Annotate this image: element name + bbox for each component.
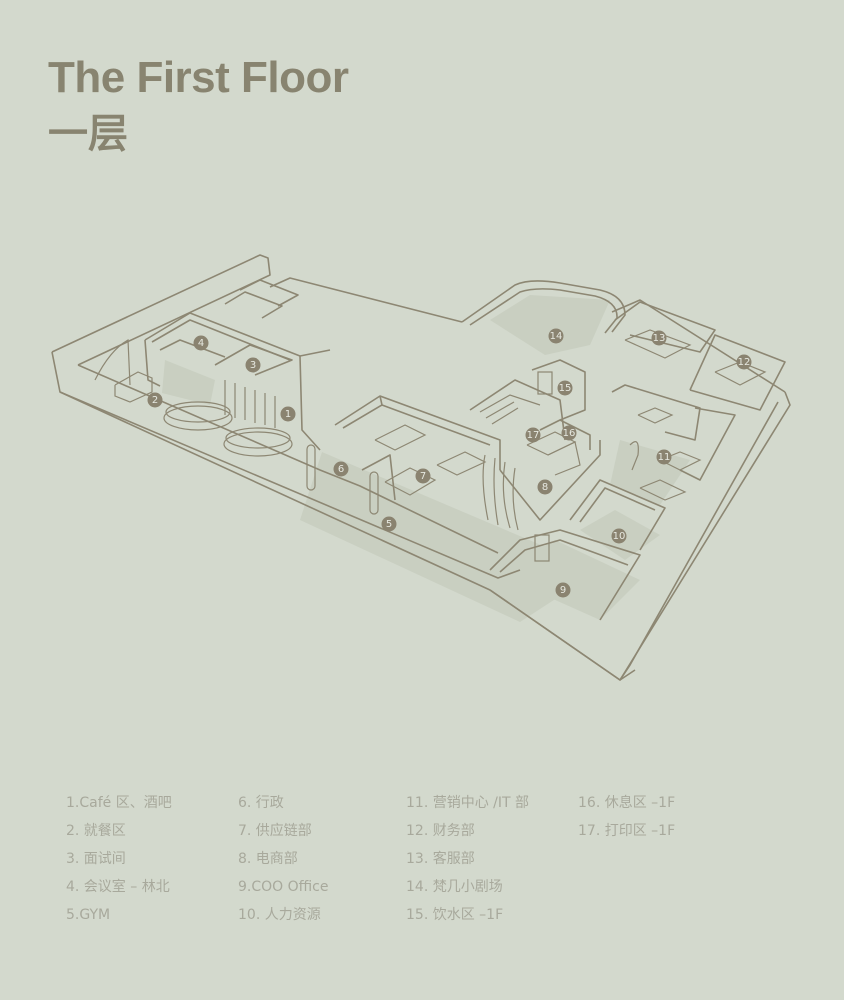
legend-column-3: 11. 营销中心 /IT 部 12. 财务部 13. 客服部 14. 梵几小剧场… bbox=[406, 794, 529, 934]
room-marker-4: 4 bbox=[193, 335, 209, 351]
svg-text:12: 12 bbox=[738, 357, 751, 368]
legend-item-admin: 6. 行政 bbox=[238, 795, 284, 811]
legend-column-4: 16. 休息区 –1F 17. 打印区 –1F bbox=[578, 794, 675, 850]
svg-text:15: 15 bbox=[559, 383, 572, 394]
legend-item-supply-chain: 7. 供应链部 bbox=[238, 823, 312, 839]
room-marker-3: 3 bbox=[245, 357, 261, 373]
legend-item-theater: 14. 梵几小剧场 bbox=[406, 879, 503, 895]
svg-text:17: 17 bbox=[527, 430, 540, 441]
page-title-chinese: 一层 bbox=[48, 111, 128, 157]
room-marker-9: 9 bbox=[555, 582, 571, 598]
page-title-english: The First Floor bbox=[48, 53, 349, 102]
rooms-east bbox=[489, 301, 786, 621]
svg-text:13: 13 bbox=[653, 333, 666, 344]
room-marker-7: 7 bbox=[415, 468, 431, 484]
svg-text:4: 4 bbox=[198, 338, 204, 349]
room-marker-14: 14 bbox=[548, 328, 564, 344]
svg-text:5: 5 bbox=[386, 519, 392, 530]
svg-text:8: 8 bbox=[542, 482, 548, 493]
room-marker-15: 15 bbox=[557, 380, 573, 396]
room-marker-6: 6 bbox=[333, 461, 349, 477]
svg-text:2: 2 bbox=[152, 395, 158, 406]
legend-item-finance: 12. 财务部 bbox=[406, 823, 475, 839]
room-marker-1: 1 bbox=[280, 406, 296, 422]
room-marker-16: 16 bbox=[561, 425, 577, 441]
legend-item-marketing-it: 11. 营销中心 /IT 部 bbox=[406, 795, 530, 811]
svg-text:7: 7 bbox=[420, 471, 426, 482]
room-marker-13: 13 bbox=[651, 330, 667, 346]
room-marker-2: 2 bbox=[147, 392, 163, 408]
legend-item-dining: 2. 就餐区 bbox=[66, 823, 126, 839]
rooms-west bbox=[94, 279, 379, 515]
legend-column-1: 1.Café 区、酒吧 2. 就餐区 3. 面试间 4. 会议室 – 林北 5.… bbox=[66, 794, 172, 934]
svg-text:10: 10 bbox=[613, 531, 626, 542]
room-marker-17: 17 bbox=[525, 427, 541, 443]
legend-item-print-area: 17. 打印区 –1F bbox=[578, 823, 676, 839]
svg-text:16: 16 bbox=[563, 428, 576, 439]
legend-item-ecommerce: 8. 电商部 bbox=[238, 851, 298, 867]
legend-item-customer-service: 13. 客服部 bbox=[406, 851, 475, 867]
room-marker-12: 12 bbox=[736, 354, 752, 370]
svg-text:6: 6 bbox=[338, 464, 344, 475]
room-marker-10: 10 bbox=[611, 528, 627, 544]
room-marker-5: 5 bbox=[381, 516, 397, 532]
svg-text:1: 1 bbox=[285, 409, 291, 420]
legend-item-meeting-room: 4. 会议室 – 林北 bbox=[66, 879, 170, 895]
legend-item-interview: 3. 面试间 bbox=[66, 851, 126, 867]
room-marker-8: 8 bbox=[537, 479, 553, 495]
legend-item-water-area: 15. 饮水区 –1F bbox=[406, 907, 504, 923]
legend-item-lounge: 16. 休息区 –1F bbox=[578, 795, 676, 811]
legend-item-gym: 5.GYM bbox=[66, 907, 111, 923]
svg-text:9: 9 bbox=[560, 585, 566, 596]
svg-text:11: 11 bbox=[658, 452, 671, 463]
legend-item-hr: 10. 人力资源 bbox=[238, 907, 321, 923]
legend-item-coo-office: 9.COO Office bbox=[238, 879, 329, 895]
rooms-central bbox=[334, 359, 601, 531]
room-floors bbox=[162, 295, 690, 622]
svg-text:14: 14 bbox=[550, 331, 563, 342]
svg-text:3: 3 bbox=[250, 360, 256, 371]
room-marker-11: 11 bbox=[656, 449, 672, 465]
legend-column-2: 6. 行政 7. 供应链部 8. 电商部 9.COO Office 10. 人力… bbox=[238, 794, 329, 934]
legend-item-cafe: 1.Café 区、酒吧 bbox=[66, 795, 172, 811]
